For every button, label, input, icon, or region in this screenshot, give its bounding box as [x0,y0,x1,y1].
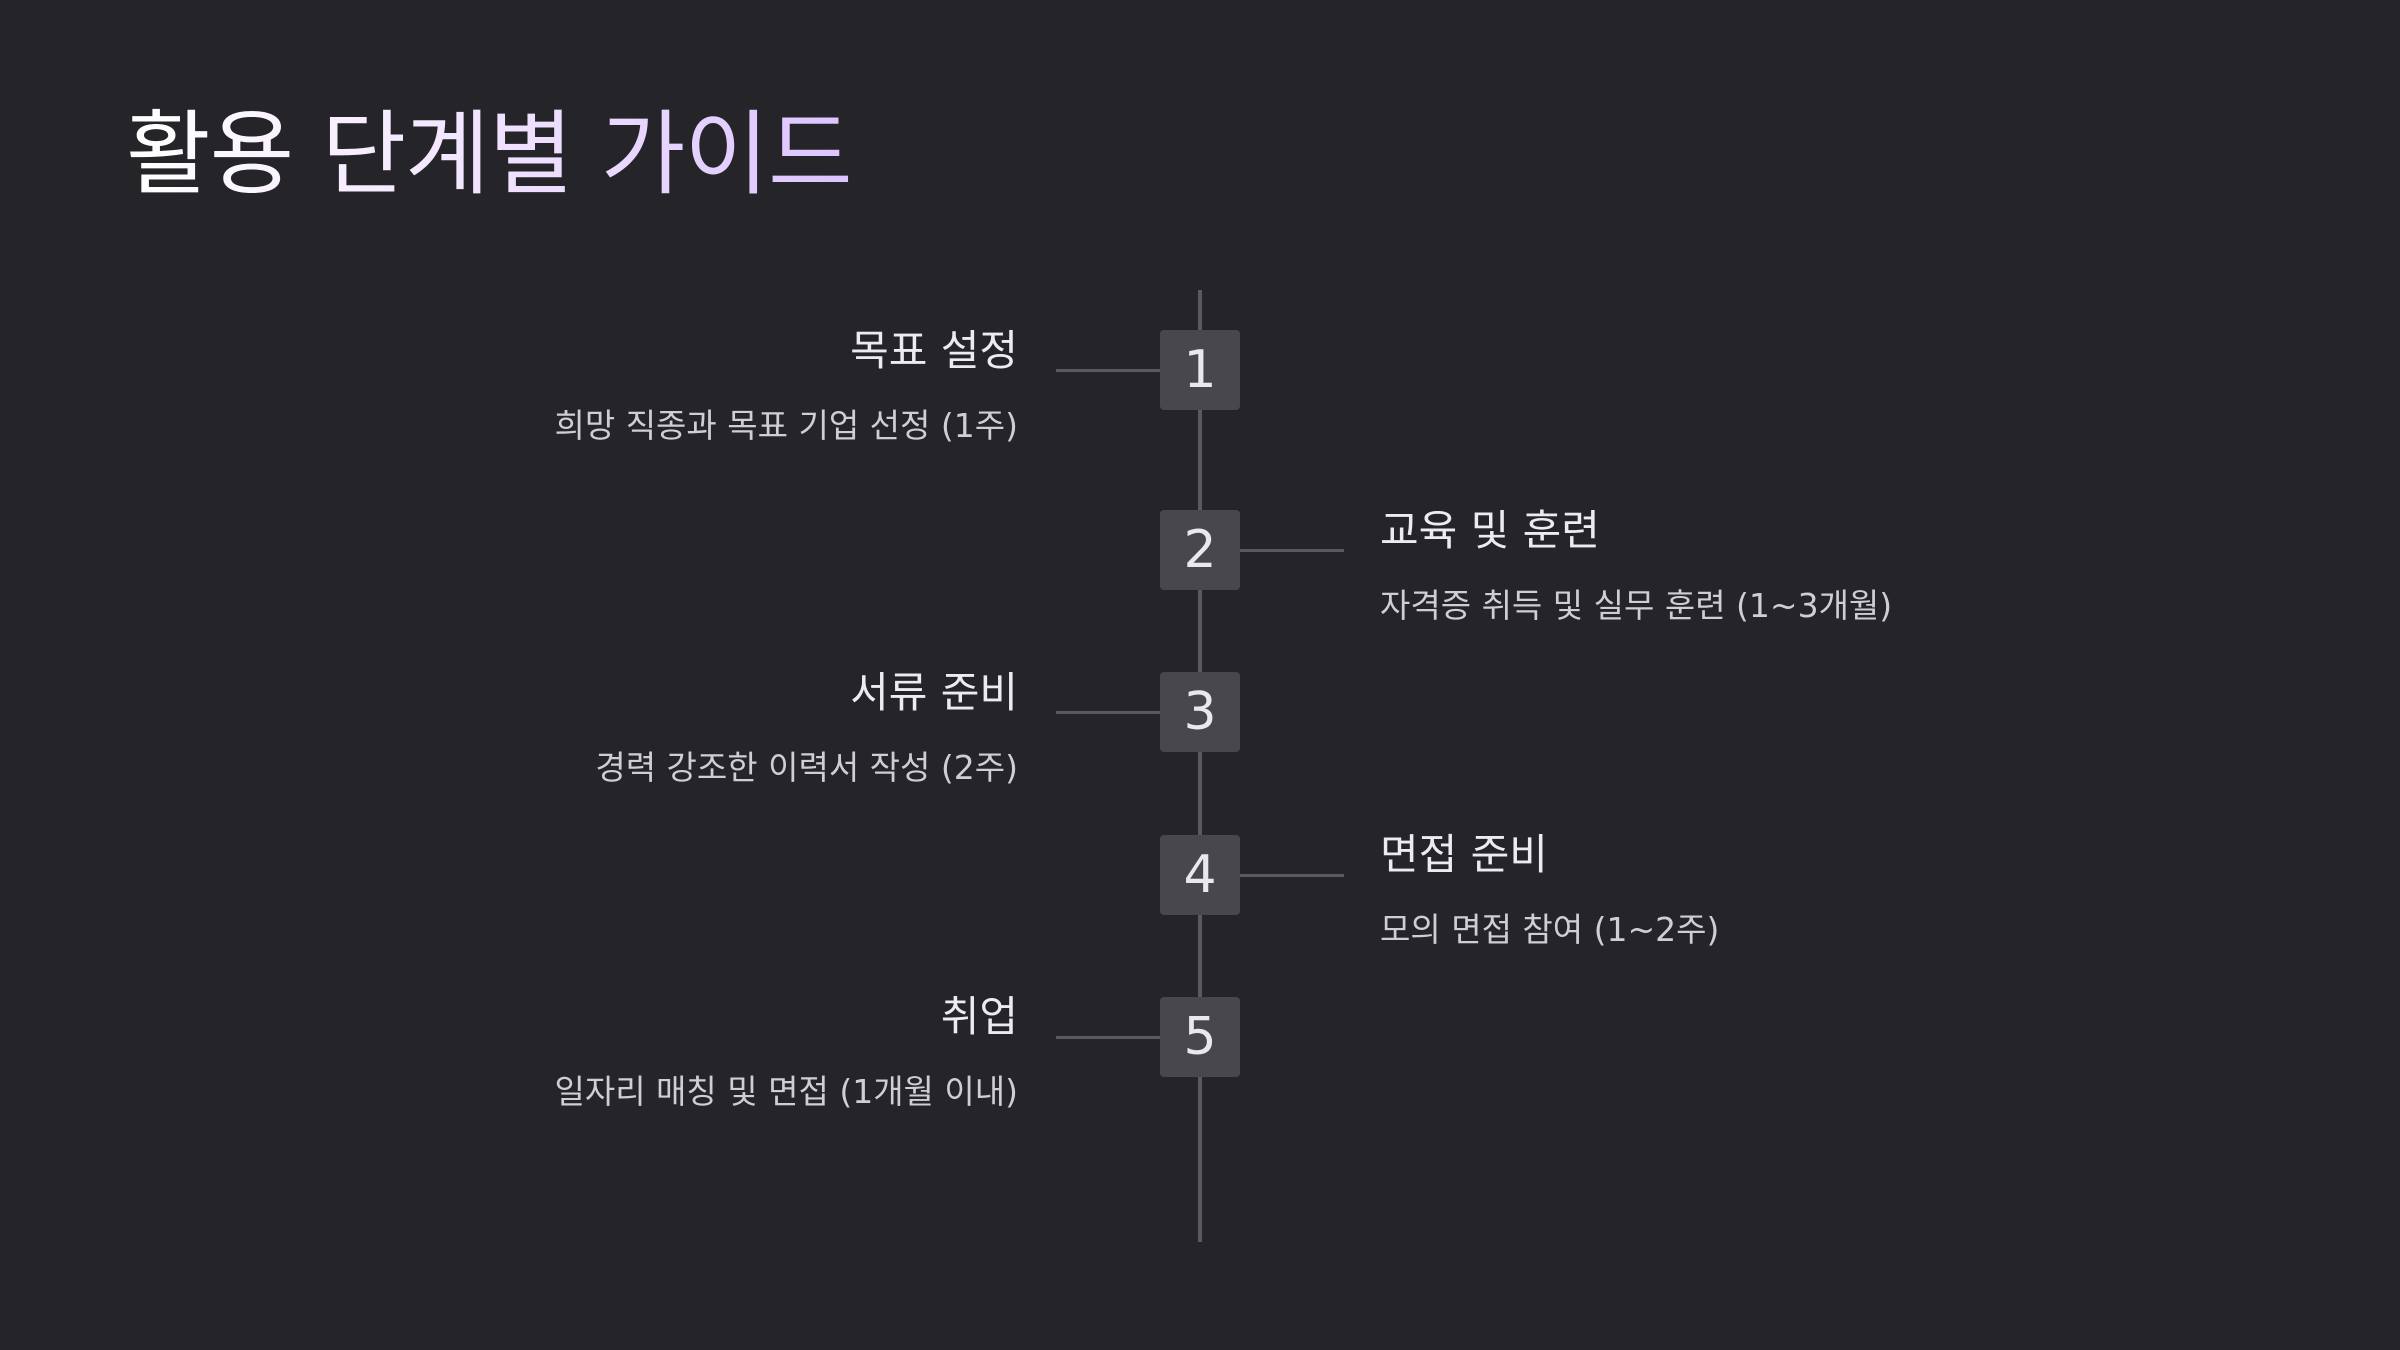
step-3-description: 경력 강조한 이력서 작성 (2주) [595,748,1018,788]
timeline-axis [1198,290,1202,1242]
step-2-title: 교육 및 훈련 [1380,506,1600,555]
step-1-title: 목표 설정 [850,326,1018,375]
step-1-connector [1056,369,1160,372]
step-4-description: 모의 면접 참여 (1~2주) [1380,910,1720,950]
step-3-connector [1056,711,1160,714]
step-1: 목표 설정 희망 직종과 목표 기업 선정 (1주) [318,326,1018,446]
step-2-number-badge: 2 [1160,510,1240,590]
step-5: 취업 일자리 매칭 및 면접 (1개월 이내) [318,992,1018,1112]
step-1-number-badge: 1 [1160,330,1240,410]
step-5-description: 일자리 매칭 및 면접 (1개월 이내) [554,1072,1018,1112]
step-2: 교육 및 훈련 자격증 취득 및 실무 훈련 (1~3개월) [1380,506,2080,626]
step-3: 서류 준비 경력 강조한 이력서 작성 (2주) [318,668,1018,788]
page-title: 활용 단계별 가이드 [126,100,853,210]
step-4-connector [1240,874,1344,877]
step-5-number-badge: 5 [1160,997,1240,1077]
step-3-title: 서류 준비 [850,668,1018,717]
step-2-connector [1240,549,1344,552]
step-5-connector [1056,1036,1160,1039]
step-3-number-badge: 3 [1160,672,1240,752]
step-4-number-badge: 4 [1160,835,1240,915]
step-4-title: 면접 준비 [1380,830,1548,879]
step-1-description: 희망 직종과 목표 기업 선정 (1주) [554,406,1018,446]
step-5-title: 취업 [940,992,1018,1041]
step-2-description: 자격증 취득 및 실무 훈련 (1~3개월) [1380,586,1893,626]
step-4: 면접 준비 모의 면접 참여 (1~2주) [1380,830,2080,950]
